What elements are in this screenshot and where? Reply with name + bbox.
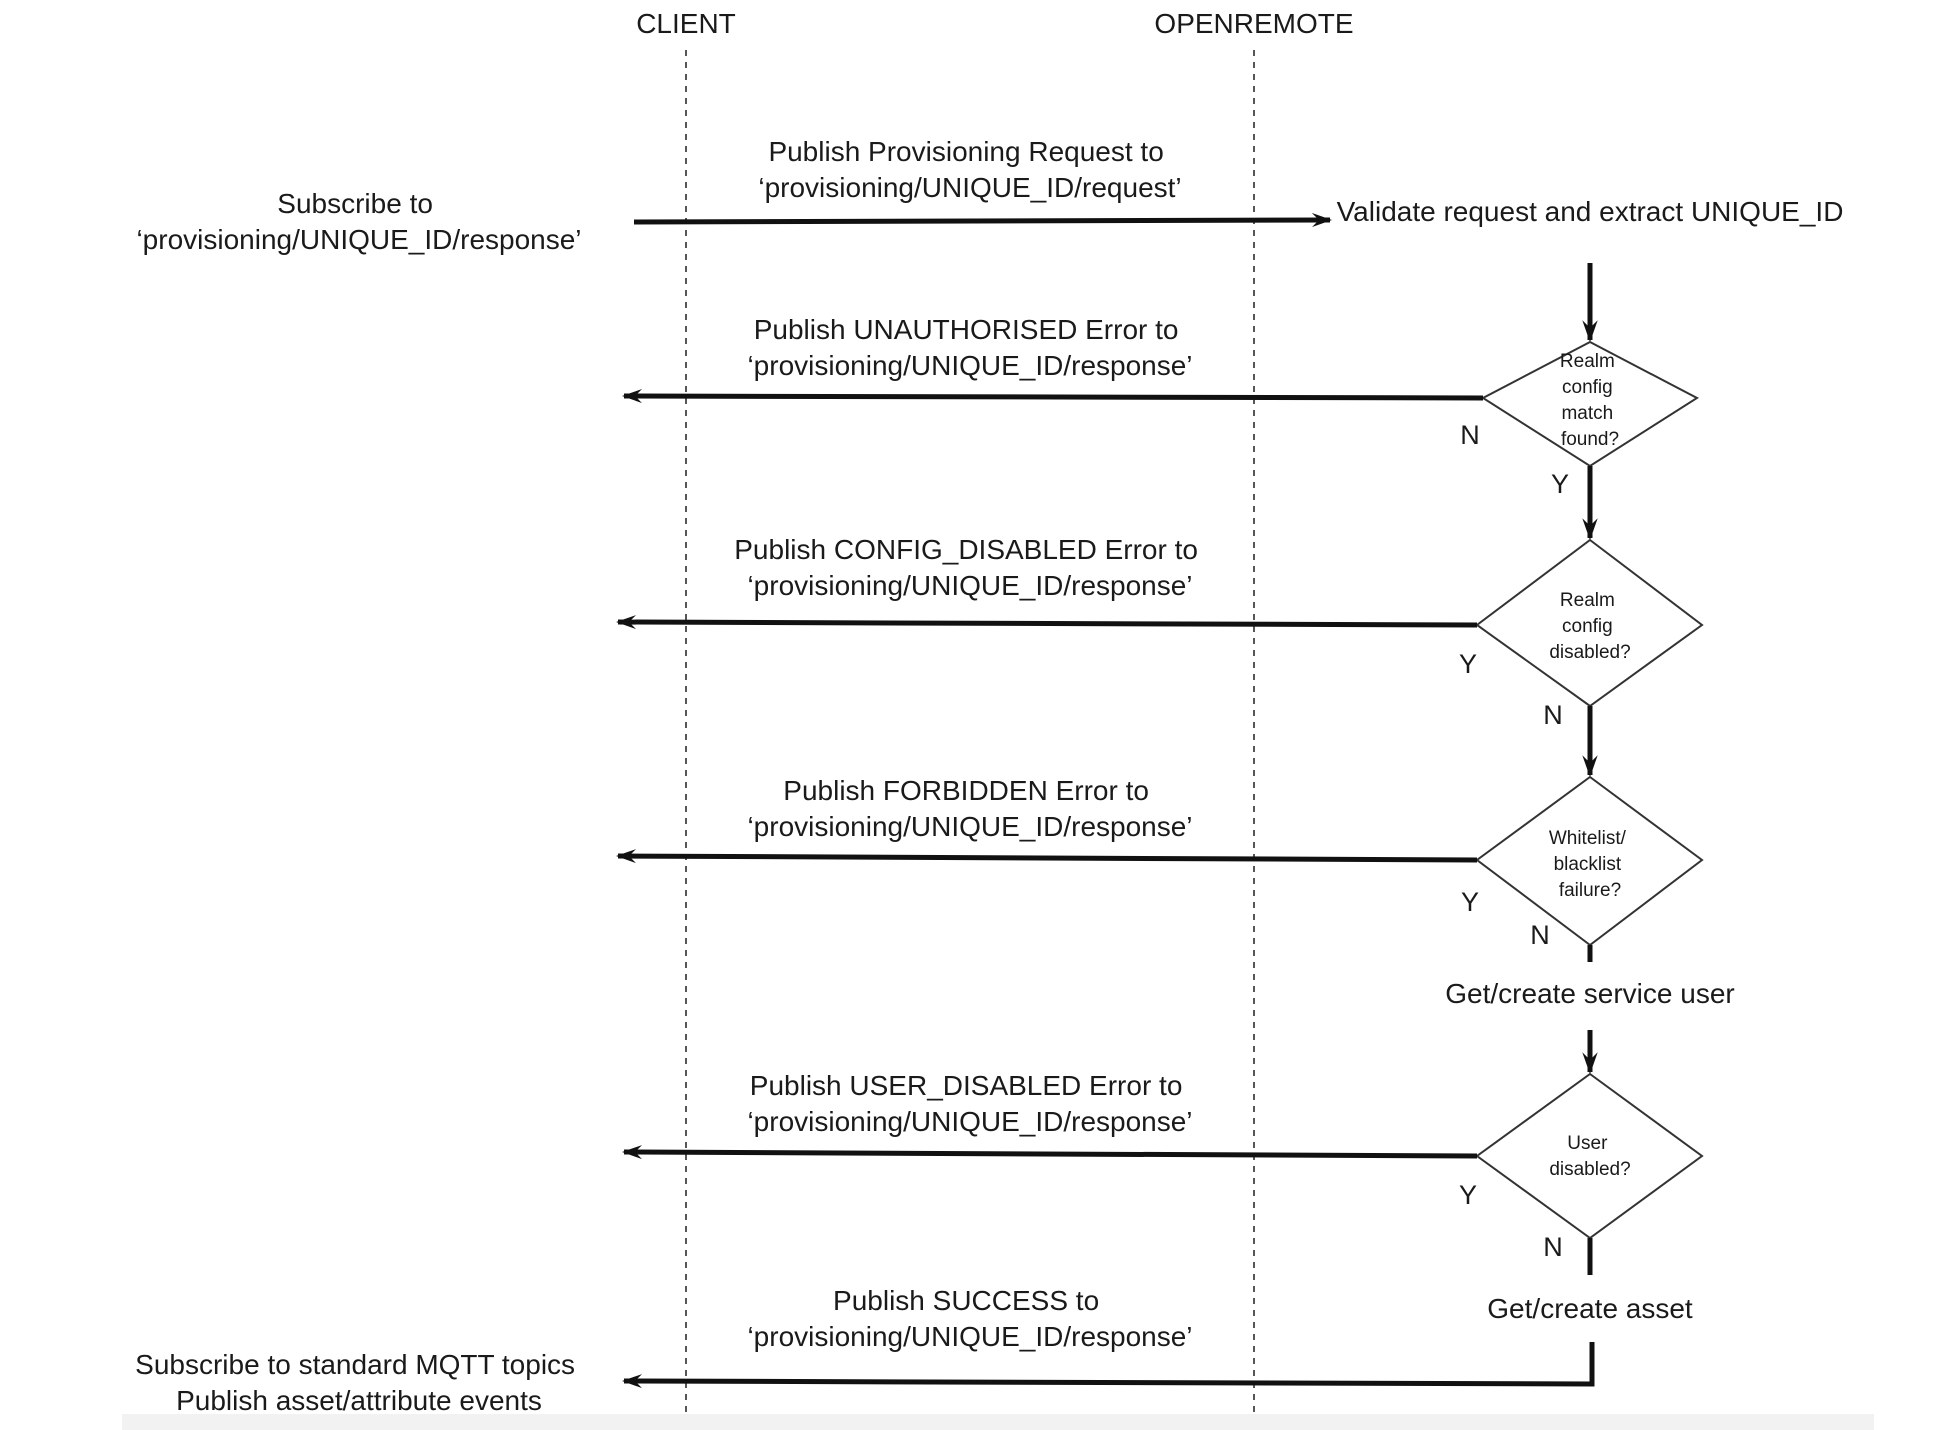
request-arrow — [633, 213, 1332, 228]
whitelist-yes-label: Y — [1461, 887, 1479, 917]
lane-header-openremote: OPENREMOTE — [1154, 8, 1353, 39]
realm-disabled-line-3: disabled? — [1549, 642, 1630, 663]
user-disabled-yes-label: Y — [1459, 1180, 1477, 1210]
config-disabled-line-1: Publish CONFIG_DISABLED Error to — [734, 534, 1198, 565]
config-disabled-line-2: ‘provisioning/UNIQUE_ID/response’ — [747, 570, 1192, 601]
user-disabled-line-2: disabled? — [1549, 1159, 1630, 1180]
user-disabled-line-1: User — [1567, 1133, 1608, 1154]
whitelist-decision-label: Whitelist/ blacklist failure? — [1549, 828, 1631, 901]
request-message-label: Publish Provisioning Request to ‘provisi… — [758, 136, 1181, 203]
client-final-step: Subscribe to standard MQTT topics Publis… — [135, 1349, 583, 1416]
realm-match-yes-label: Y — [1551, 469, 1569, 499]
forbidden-arrow — [616, 849, 1478, 864]
client-subscribe-line-1: Subscribe to — [277, 188, 433, 219]
unauthorised-message-label: Publish UNAUTHORISED Error to ‘provision… — [747, 314, 1192, 381]
user-disabled-no-label: N — [1543, 1232, 1563, 1262]
realm-match-decision-label: Realm config match found? — [1560, 351, 1620, 450]
success-line-2: ‘provisioning/UNIQUE_ID/response’ — [747, 1321, 1192, 1352]
realm-disabled-decision-label: Realm config disabled? — [1549, 590, 1630, 663]
asset-step: Get/create asset — [1487, 1293, 1693, 1324]
unauthorised-arrow — [622, 389, 1484, 404]
realm-match-line-1: Realm — [1560, 351, 1615, 372]
success-line-1: Publish SUCCESS to — [833, 1285, 1099, 1316]
whitelist-line-2: blacklist — [1554, 854, 1622, 875]
request-message-line-1: Publish Provisioning Request to — [768, 136, 1163, 167]
realm-match-no-label: N — [1460, 420, 1480, 450]
realm-match-line-4: found? — [1561, 429, 1619, 450]
forbidden-line-1: Publish FORBIDDEN Error to — [783, 775, 1149, 806]
user-disabled-decision-label: User disabled? — [1549, 1133, 1630, 1180]
realm-disabled-yes-label: Y — [1459, 649, 1477, 679]
user-disabled-msg-line-2: ‘provisioning/UNIQUE_ID/response’ — [747, 1106, 1192, 1137]
lane-header-client: CLIENT — [636, 8, 736, 39]
user-disabled-message-label: Publish USER_DISABLED Error to ‘provisio… — [747, 1070, 1192, 1137]
realm-match-line-2: config — [1562, 377, 1613, 398]
realm-match-line-3: match — [1561, 403, 1613, 424]
user-disabled-arrow — [622, 1145, 1478, 1160]
service-user-step: Get/create service user — [1445, 978, 1734, 1009]
forbidden-message-label: Publish FORBIDDEN Error to ‘provisioning… — [747, 775, 1192, 842]
footer-band — [122, 1414, 1874, 1430]
success-message-label: Publish SUCCESS to ‘provisioning/UNIQUE_… — [747, 1285, 1192, 1352]
whitelist-line-1: Whitelist/ — [1549, 828, 1627, 849]
validate-step: Validate request and extract UNIQUE_ID — [1337, 196, 1844, 227]
forbidden-line-2: ‘provisioning/UNIQUE_ID/response’ — [747, 811, 1192, 842]
unauthorised-line-1: Publish UNAUTHORISED Error to — [754, 314, 1179, 345]
client-subscribe-line-2: ‘provisioning/UNIQUE_ID/response’ — [136, 224, 581, 255]
request-message-line-2: ‘provisioning/UNIQUE_ID/request’ — [758, 172, 1181, 203]
config-disabled-arrow — [616, 615, 1478, 630]
client-subscribe-step: Subscribe to ‘provisioning/UNIQUE_ID/res… — [136, 188, 581, 255]
client-final-line-2: Publish asset/attribute events — [176, 1385, 542, 1416]
client-final-line-1: Subscribe to standard MQTT topics — [135, 1349, 575, 1380]
whitelist-line-3: failure? — [1559, 880, 1621, 901]
unauthorised-line-2: ‘provisioning/UNIQUE_ID/response’ — [747, 350, 1192, 381]
realm-disabled-line-2: config — [1562, 616, 1613, 637]
user-disabled-msg-line-1: Publish USER_DISABLED Error to — [750, 1070, 1183, 1101]
whitelist-no-label: N — [1530, 920, 1550, 950]
user-disabled-decision — [1475, 1072, 1704, 1240]
realm-disabled-line-1: Realm — [1560, 590, 1615, 611]
config-disabled-message-label: Publish CONFIG_DISABLED Error to ‘provis… — [734, 534, 1205, 601]
success-arrow — [622, 1342, 1595, 1389]
realm-disabled-no-label: N — [1543, 700, 1563, 730]
